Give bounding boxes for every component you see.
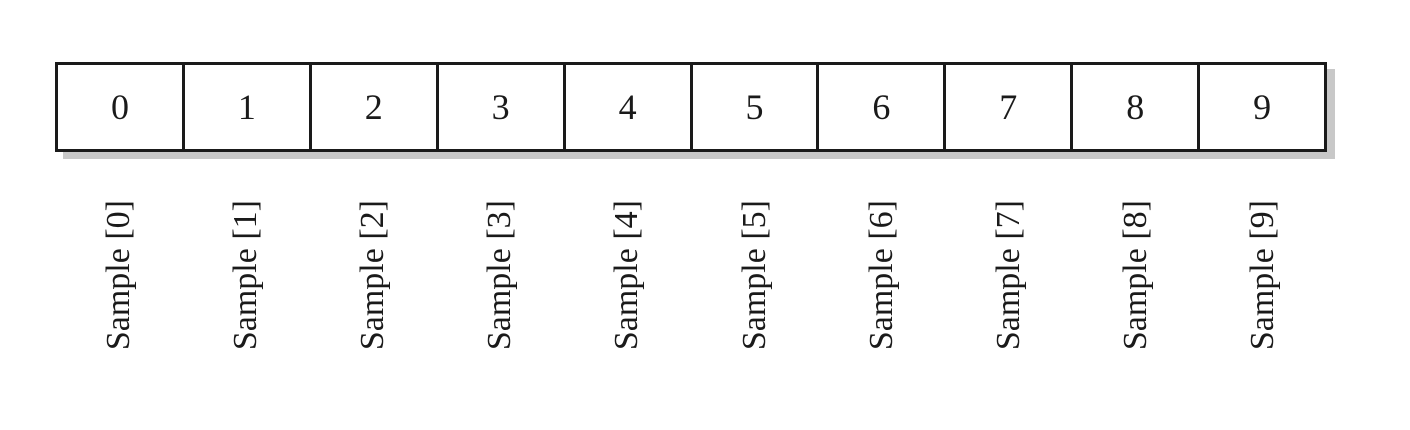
label-slot: Sample [9] xyxy=(1200,200,1327,390)
array-cell: 4 xyxy=(566,65,693,149)
label-slot: Sample [2] xyxy=(309,200,436,390)
label-slot: Sample [7] xyxy=(945,200,1072,390)
array-cell: 9 xyxy=(1253,87,1272,127)
array-cell: 2 xyxy=(312,65,439,149)
index-label: Sample [0] xyxy=(99,200,137,351)
label-slot: Sample [0] xyxy=(55,200,182,390)
label-slot: Sample [6] xyxy=(818,200,945,390)
index-labels: Sample [0] Sample [1] Sample [2] Sample … xyxy=(55,200,1327,390)
array-diagram: 0 1 2 3 4 5 6 7 8 9 xyxy=(55,62,1327,152)
index-label: Sample [7] xyxy=(990,200,1028,351)
label-slot: Sample [1] xyxy=(182,200,309,390)
array-cell: 7 xyxy=(946,65,1074,149)
array-cell: 0 xyxy=(58,65,185,149)
label-slot: Sample [8] xyxy=(1073,200,1200,390)
index-label: Sample [6] xyxy=(862,200,900,351)
index-label: Sample [2] xyxy=(354,200,391,351)
label-slot: Sample [5] xyxy=(691,200,818,390)
index-label: Sample [8] xyxy=(1117,200,1155,351)
array-cells: 0 1 2 3 4 5 6 7 8 9 xyxy=(55,62,1327,152)
array-cell: 1 xyxy=(185,65,312,149)
array-cell: 8 xyxy=(1073,65,1201,149)
index-label: Sample [5] xyxy=(735,200,773,351)
array-cell: 5 xyxy=(693,65,820,149)
index-label: Sample [9] xyxy=(1244,200,1282,351)
index-label: Sample [4] xyxy=(608,200,646,351)
array-cell: 3 xyxy=(439,65,566,149)
label-slot: Sample [3] xyxy=(437,200,564,390)
label-slot: Sample [4] xyxy=(564,200,691,390)
array-cell: 6 xyxy=(819,65,947,149)
index-label: Sample [3] xyxy=(481,200,519,351)
index-label: Sample [1] xyxy=(226,200,264,351)
